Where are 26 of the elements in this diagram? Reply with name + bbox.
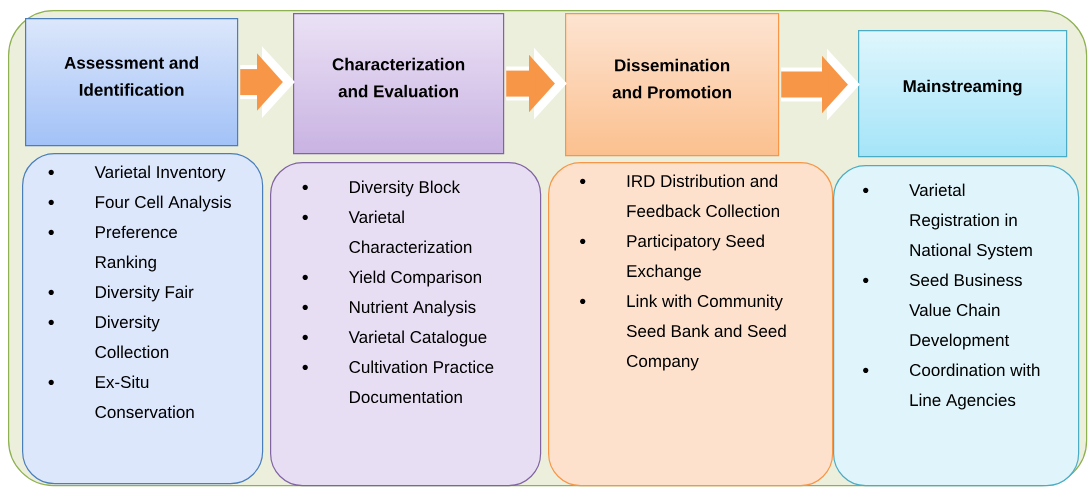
activity-list-box <box>548 162 834 487</box>
stage-box: Mainstreaming <box>858 30 1068 158</box>
bullet-item: Participatory Seed Exchange <box>627 234 764 281</box>
bullet-item: Coordination with Line Agencies <box>910 363 1040 410</box>
stage-box: Dissemination and Promotion <box>565 13 780 157</box>
bullet-item: Diversity Collection <box>95 315 169 359</box>
activity-list-box <box>22 153 264 485</box>
activity-list-box <box>833 165 1080 487</box>
bullet-item: Link with Community Seed Bank and Seed Company <box>626 294 786 371</box>
bullet-item: Varietal Catalogue <box>348 330 487 347</box>
bullet-item: Diversity Fair <box>96 285 194 302</box>
bullet-item: Varietal Characterization <box>348 210 472 254</box>
bullet-item: Ex-Situ Conservation <box>95 375 194 419</box>
bullet-item: Yield Comparison <box>349 270 481 287</box>
bullet-item: Seed Business Value Chain Development <box>909 273 1022 350</box>
bullet-item: Diversity Block <box>350 180 461 197</box>
bullet-item: Four Cell Analysis <box>96 195 231 212</box>
bullet-item: Varietal Registration in National System <box>909 183 1032 260</box>
bullet-item: Cultivation Practice Documentation <box>349 360 494 404</box>
bullet-item: IRD Distribution and Feedback Collection <box>627 174 779 218</box>
stage-box: Assessment and Identification <box>25 18 239 147</box>
stage-box: Characterization and Evaluation <box>293 13 505 155</box>
bullet-item: Preference Ranking <box>96 225 177 272</box>
activity-list-box <box>270 162 542 487</box>
bullet-item: Varietal Inventory <box>94 165 226 182</box>
bullet-item: Nutrient Analysis <box>350 300 476 317</box>
